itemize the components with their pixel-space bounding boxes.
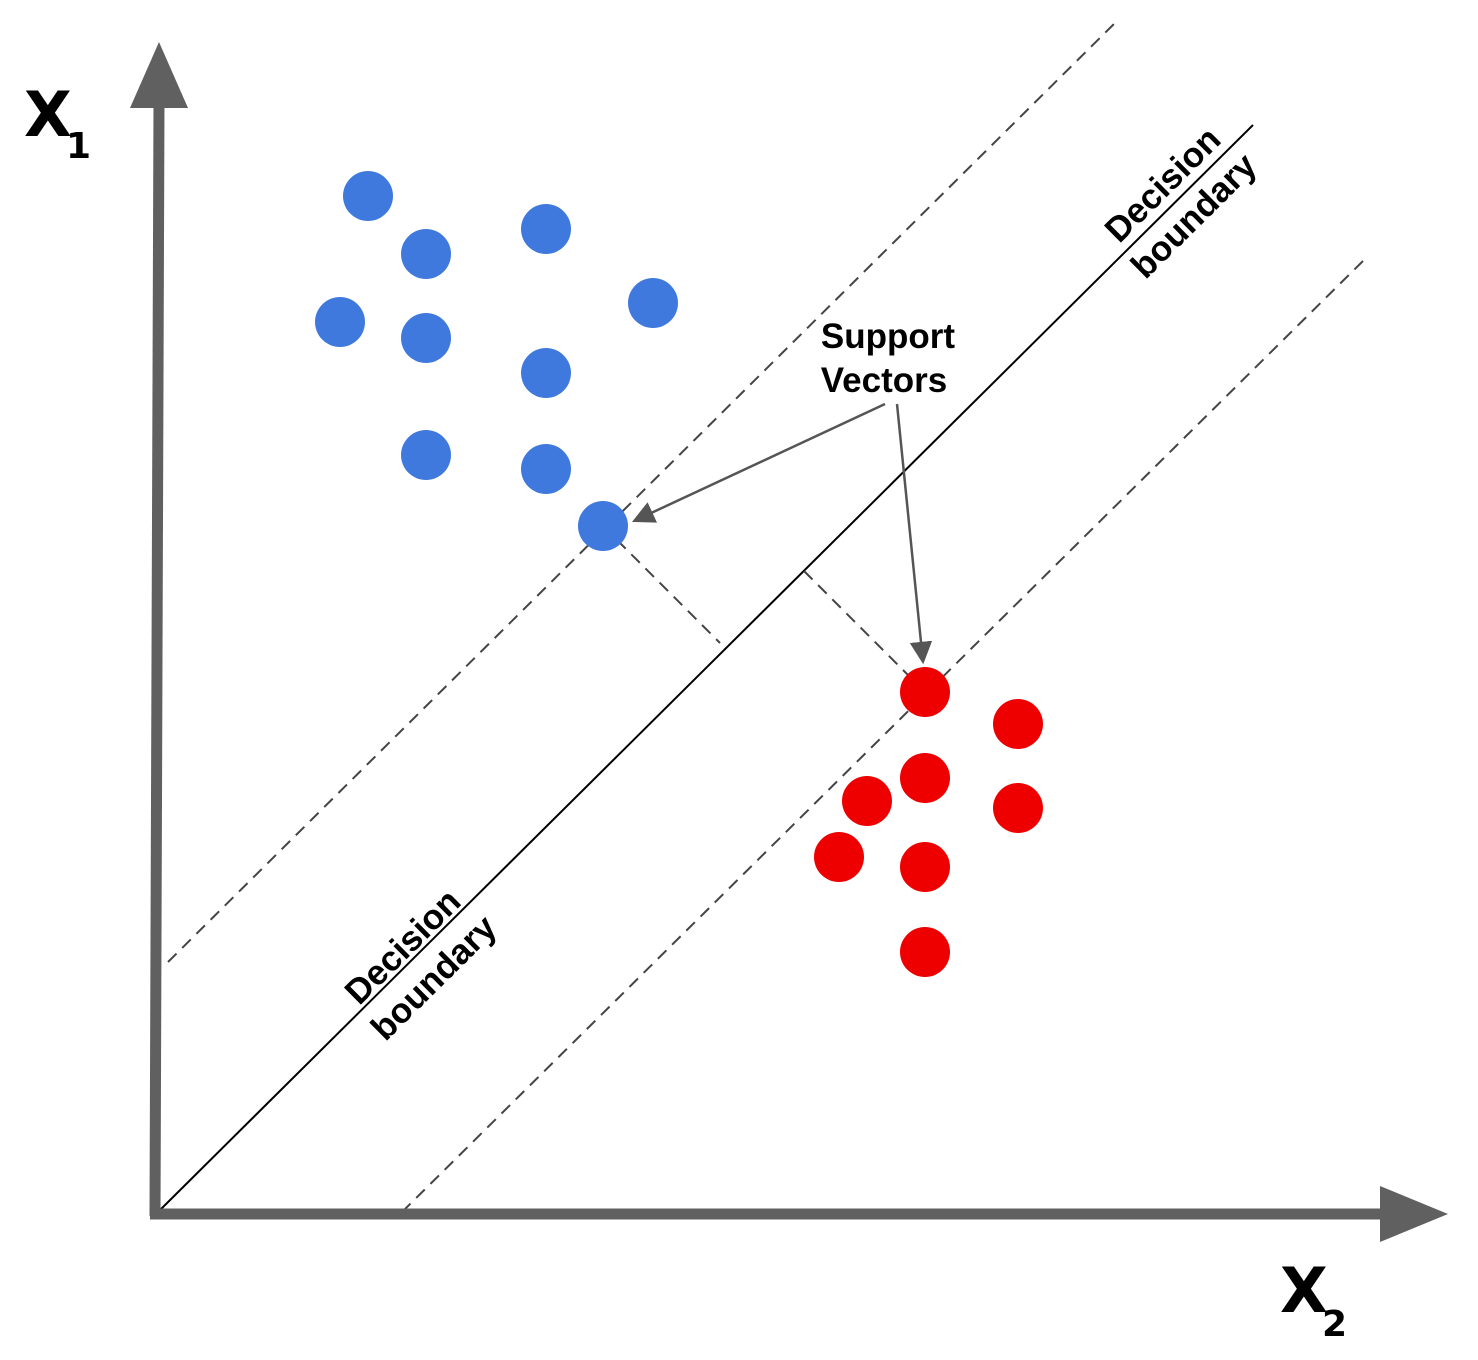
y-axis bbox=[149, 99, 165, 1217]
blue-point bbox=[401, 313, 451, 363]
support-arrow-to-blue bbox=[631, 402, 886, 523]
y-axis-label-subscript: 1 bbox=[66, 126, 91, 167]
support-vectors-label-line2: Vectors bbox=[821, 361, 947, 400]
margin-distance-line-red bbox=[803, 570, 925, 692]
decision-boundary-line bbox=[157, 124, 1254, 1213]
blue-point bbox=[521, 204, 571, 254]
margin-distance-line-blue bbox=[602, 525, 721, 644]
red-point bbox=[993, 699, 1043, 749]
blue-point bbox=[343, 171, 393, 221]
red-point bbox=[993, 783, 1043, 833]
y-axis-arrowhead bbox=[130, 42, 188, 108]
decision-boundary-label-lower: Decision boundary bbox=[337, 882, 504, 1048]
support-vectors-label-line1: Support bbox=[821, 317, 955, 356]
lower-margin-line bbox=[401, 257, 1367, 1213]
red-point bbox=[900, 927, 950, 977]
x-axis-label-subscript: 2 bbox=[1322, 1304, 1347, 1345]
red-point bbox=[814, 832, 864, 882]
blue-point bbox=[521, 444, 571, 494]
blue-support-vector bbox=[578, 501, 628, 551]
upper-margin-line bbox=[167, 19, 1119, 963]
red-support-vector bbox=[900, 667, 950, 717]
y-axis-label-letter: X bbox=[24, 78, 72, 151]
support-arrow-to-red bbox=[895, 403, 933, 665]
blue-point bbox=[521, 348, 571, 398]
red-point bbox=[900, 842, 950, 892]
blue-point bbox=[315, 297, 365, 347]
blue-point bbox=[401, 229, 451, 279]
x-axis-arrowhead bbox=[1380, 1186, 1448, 1242]
x-axis-label-letter: X bbox=[1280, 1254, 1328, 1327]
red-point bbox=[900, 753, 950, 803]
red-point bbox=[842, 776, 892, 826]
blue-point bbox=[401, 430, 451, 480]
y-axis-label: X 1 bbox=[24, 78, 91, 167]
blue-point bbox=[628, 278, 678, 328]
blue-class-points bbox=[315, 171, 678, 551]
red-class-points bbox=[814, 667, 1043, 977]
x-axis-label: X 2 bbox=[1280, 1254, 1347, 1345]
